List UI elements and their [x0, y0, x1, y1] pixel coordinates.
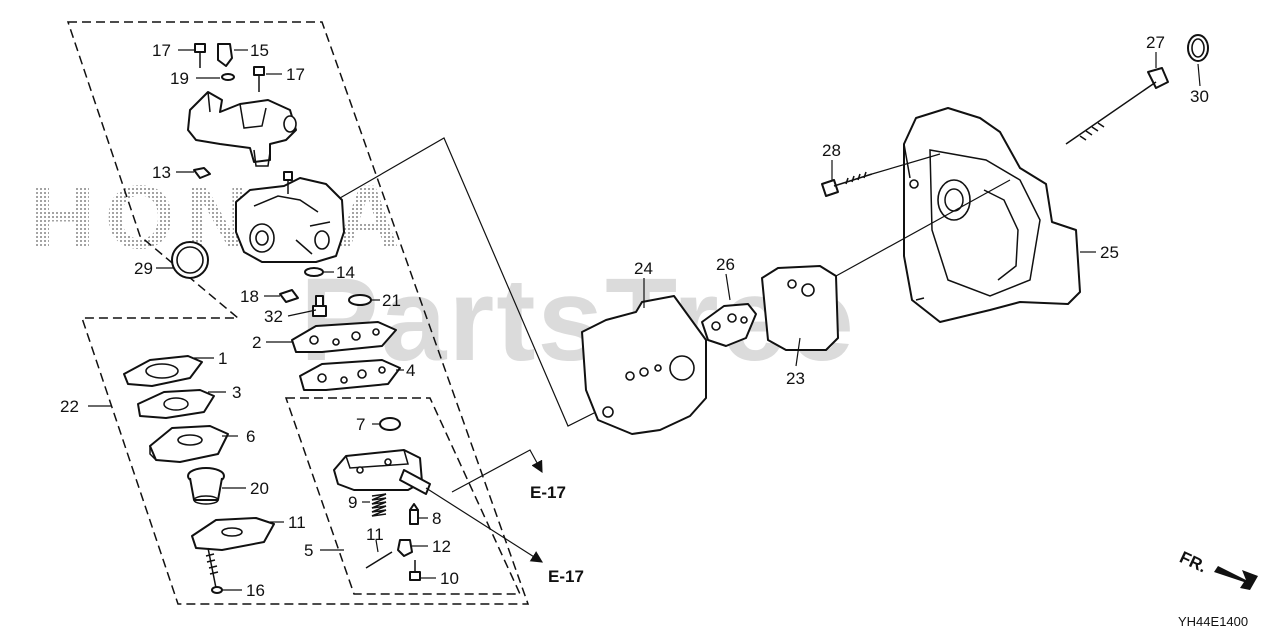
- insulator-27: [701, 303, 757, 347]
- callout-19: 18: [240, 287, 259, 306]
- callout-29: 28: [822, 141, 841, 160]
- jet-16: [217, 43, 233, 67]
- cap-19: [279, 289, 299, 303]
- callout-27: 26: [716, 255, 735, 274]
- screw-18: [205, 547, 223, 594]
- clip-13: [193, 167, 211, 179]
- diaphragm-3: [137, 389, 215, 419]
- callout-13: 13: [152, 163, 171, 182]
- callout-15: 11: [288, 513, 306, 532]
- callout-31: 30: [1190, 87, 1209, 106]
- callout-1: 1: [218, 349, 227, 368]
- callout-7: 7: [356, 415, 365, 434]
- callout-2: 2: [252, 333, 261, 352]
- oring-14: [304, 267, 324, 277]
- callout-22: 21: [382, 291, 401, 310]
- pump-cover-6: [149, 425, 229, 463]
- cup-21: [187, 467, 225, 505]
- callout-18: 16: [246, 581, 265, 600]
- honda-watermark: HONDA: [30, 168, 410, 268]
- callout-labels: 17 15 19 17 13 29 14 18 21 32 2 4 1 3 22…: [60, 33, 1209, 600]
- float-bowl: [333, 449, 431, 495]
- front-direction-label: FR.: [1177, 548, 1210, 577]
- screw-17-top-left: [194, 43, 206, 68]
- callout-11: 11: [366, 525, 384, 544]
- carburetor-group-box: [66, 21, 530, 605]
- bolt-28: [1065, 67, 1169, 145]
- reference-e17-upper: E-17: [530, 483, 566, 502]
- callout-5: 5: [304, 541, 313, 560]
- float-group-box: [284, 397, 522, 595]
- gasket-25: [581, 295, 707, 435]
- callout-14: 14: [336, 263, 355, 282]
- callout-9: 9: [348, 493, 357, 512]
- diagram-code: YH44E1400: [1178, 614, 1248, 629]
- callout-17-right: 17: [286, 65, 305, 84]
- needle-8: [409, 503, 419, 525]
- washer-31: [1187, 34, 1209, 62]
- diaphragm-gasket-1: [123, 355, 203, 387]
- plug-7: [379, 417, 401, 431]
- bolt-29: [821, 171, 873, 197]
- carburetor-upper-body: [187, 91, 297, 167]
- callout-20: 19: [170, 69, 189, 88]
- oring-30: [171, 241, 209, 279]
- callout-3: 3: [232, 383, 241, 402]
- callout-8: 8: [432, 509, 441, 528]
- callout-23: 22: [60, 397, 79, 416]
- carburetor-main-body: [235, 171, 345, 263]
- callout-10: 10: [440, 569, 459, 588]
- gasket-group-line: [339, 137, 601, 427]
- washer-20: [221, 73, 235, 81]
- reference-e17-lower: E-17: [548, 567, 584, 586]
- jet-32: [312, 295, 327, 317]
- gasket-2: [291, 321, 397, 353]
- gasket-24: [761, 265, 839, 351]
- callout-25: 24: [634, 259, 653, 278]
- leader-lines: [88, 49, 1201, 591]
- callout-32: 32: [264, 307, 283, 326]
- callout-28: 27: [1146, 33, 1165, 52]
- callout-21: 20: [250, 479, 269, 498]
- callout-6: 6: [246, 427, 255, 446]
- screw-10: [409, 560, 421, 581]
- callout-17-left: 17: [152, 41, 171, 60]
- callout-26: 25: [1100, 243, 1119, 262]
- spring-9: [371, 493, 387, 517]
- screw-17-right: [253, 66, 265, 92]
- valve-12: [397, 539, 413, 557]
- pin-11: [365, 551, 393, 569]
- callout-4: 4: [406, 361, 415, 380]
- callout-30: 29: [134, 259, 153, 278]
- seal-22: [348, 294, 372, 306]
- front-direction-arrow: FR.: [1177, 548, 1258, 590]
- ref-arrows: [425, 449, 544, 563]
- gasket-4: [299, 359, 401, 391]
- callout-16: 15: [250, 41, 269, 60]
- plate-15: [191, 517, 275, 551]
- callout-24: 23: [786, 369, 805, 388]
- callout-12: 12: [432, 537, 451, 556]
- air-cleaner-case-26: [903, 107, 1081, 323]
